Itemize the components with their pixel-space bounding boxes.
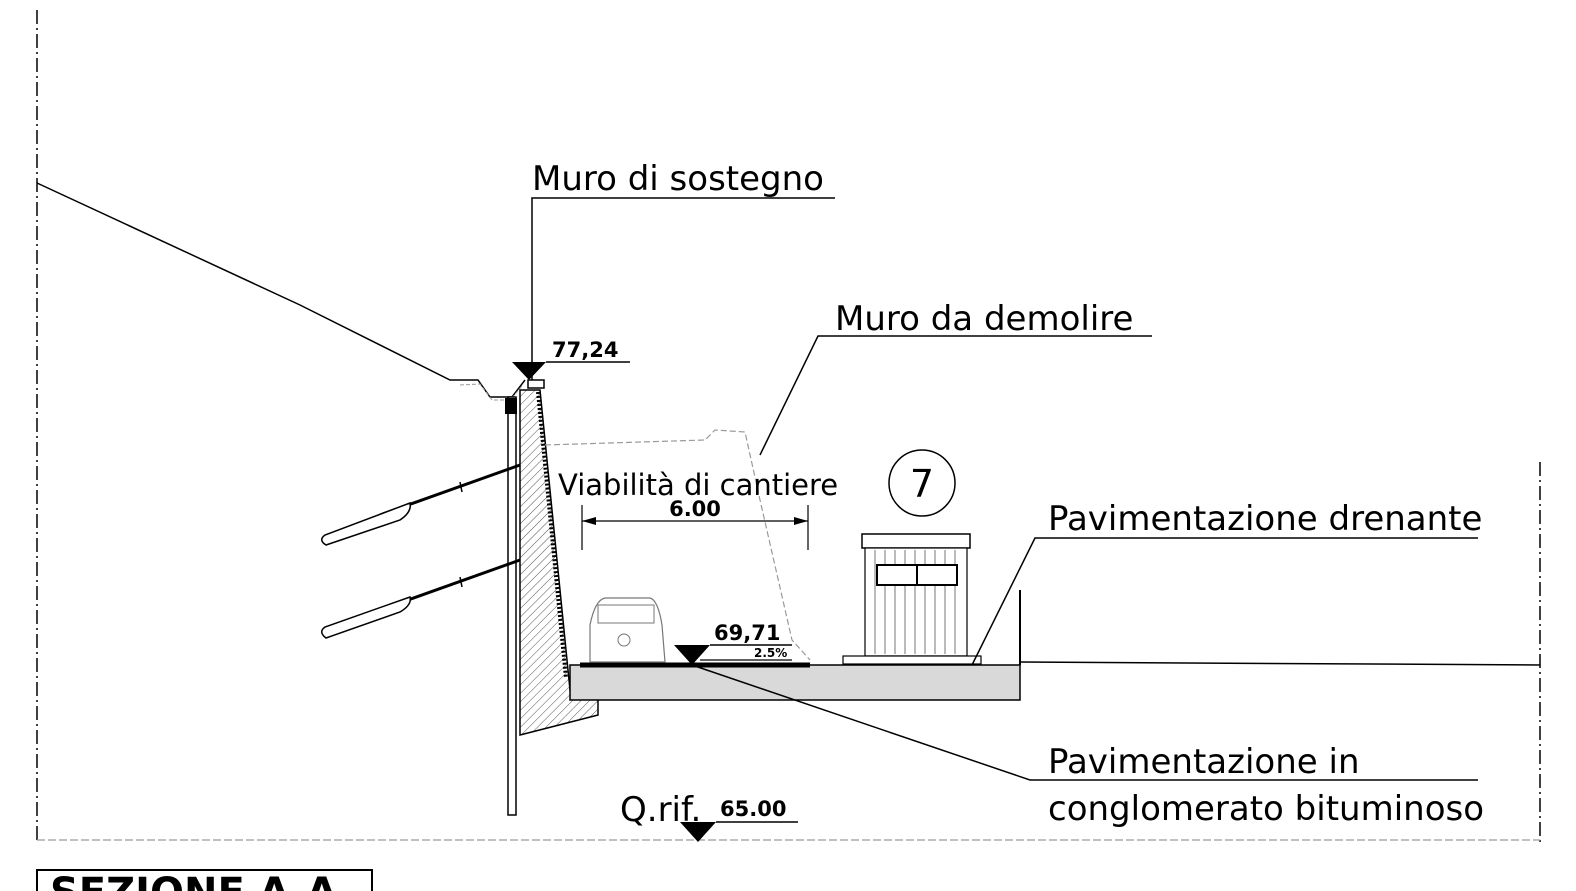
elevation-marker-road <box>674 645 710 665</box>
site-hut-icon <box>842 533 982 665</box>
label-retaining-wall: Muro di sostegno <box>532 159 824 199</box>
drain-channel <box>459 383 523 401</box>
leader-wall-to-demolish <box>759 335 1152 456</box>
terrain-line <box>36 182 526 398</box>
road-slab <box>569 664 1021 701</box>
slope-label: 2.5% <box>754 646 787 660</box>
callout-number: 7 <box>910 462 934 506</box>
elevation-marker-reference <box>680 822 716 842</box>
section-title: SEZIONE A-A <box>50 870 337 891</box>
ground-right <box>1019 661 1541 666</box>
pile <box>507 396 517 816</box>
section-title-box <box>36 869 373 891</box>
label-wall-to-demolish: Muro da demolire <box>835 299 1133 339</box>
pile-cap <box>505 398 517 414</box>
elevation-marker-wall <box>512 362 546 380</box>
elevation-wall-top: 77,24 <box>552 338 618 362</box>
label-site-road: Viabilità di cantiere <box>558 468 838 502</box>
elevation-reference: 65.00 <box>720 797 786 821</box>
leader-bitumen-paving <box>691 664 1478 781</box>
label-bitumen-paving-2: conglomerato bituminoso <box>1048 789 1484 829</box>
ground-anchor-upper <box>321 463 521 546</box>
label-bitumen-paving-1: Pavimentazione in <box>1048 742 1360 782</box>
site-road-width: 6.00 <box>669 497 721 521</box>
label-draining-paving: Pavimentazione drenante <box>1048 499 1482 539</box>
leader-draining-paving <box>971 537 1478 666</box>
callout-circle <box>888 449 956 517</box>
leader-retaining-wall <box>531 197 835 380</box>
car-icon <box>589 597 666 663</box>
ground-anchor-lower <box>321 558 521 639</box>
wall-crown <box>527 379 545 389</box>
wall-to-demolish-outline <box>544 429 811 661</box>
elevation-road: 69,71 <box>714 621 780 645</box>
